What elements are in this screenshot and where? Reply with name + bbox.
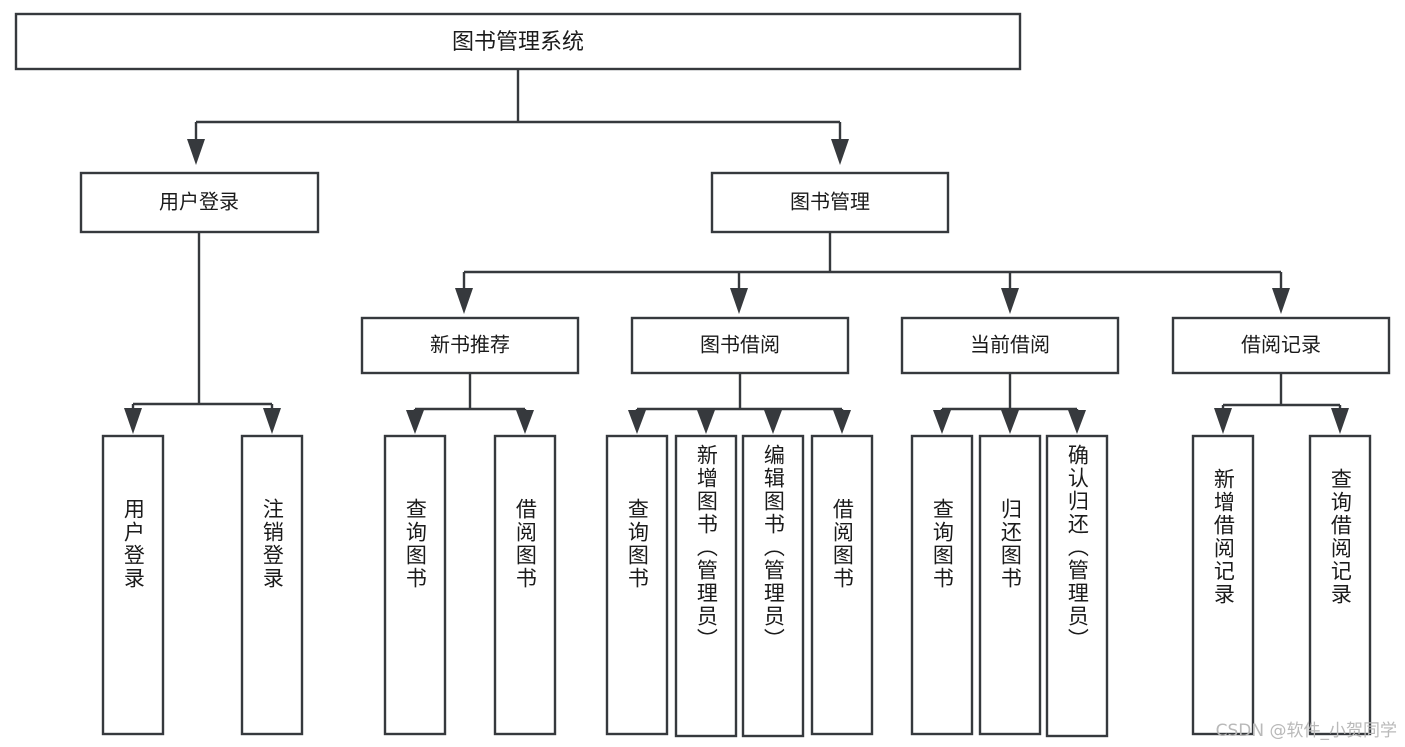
node-label-book-management: 图书管理 bbox=[790, 190, 870, 214]
connectors-borrow-record-to-leaves bbox=[1214, 373, 1349, 434]
connectors-root-to-level2 bbox=[187, 70, 849, 165]
arrow-head-to-user-login bbox=[187, 139, 205, 165]
arrow-head-to-leaf-borrow-book-2 bbox=[833, 410, 851, 434]
arrow-head-to-leaf-add-record bbox=[1214, 408, 1232, 434]
node-box-leaf-query-book-2[interactable] bbox=[605, 434, 669, 736]
connectors-current-borrow-to-leaves bbox=[933, 373, 1086, 434]
connectors-book-management-to-level3 bbox=[455, 232, 1290, 314]
node-box-leaf-user-login[interactable] bbox=[101, 434, 165, 736]
node-box-leaf-confirm-return[interactable] bbox=[1045, 434, 1109, 738]
connector-borrow-record-trunk bbox=[1221, 373, 1342, 414]
node-box-leaf-edit-book[interactable] bbox=[741, 434, 805, 738]
node-box-root[interactable] bbox=[14, 12, 1022, 71]
connectors-book-borrow-to-leaves bbox=[628, 373, 851, 434]
connector-user-login-trunk bbox=[131, 232, 274, 414]
node-box-book-management[interactable] bbox=[710, 171, 950, 234]
node-box-leaf-query-book-1[interactable] bbox=[383, 434, 447, 736]
csdn-watermark: CSDN @软件_小贺同学 bbox=[1215, 721, 1397, 741]
connectors-user-login-to-leaves bbox=[124, 232, 281, 434]
connector-book-borrow-trunk bbox=[635, 373, 844, 416]
connector-root-trunk bbox=[194, 70, 842, 142]
node-label-current-borrow: 当前借阅 bbox=[970, 333, 1050, 357]
arrow-head-to-leaf-user-login bbox=[124, 408, 142, 434]
node-label-user-login: 用户登录 bbox=[159, 190, 239, 214]
node-box-book-borrow[interactable] bbox=[630, 316, 850, 375]
node-box-leaf-return-book[interactable] bbox=[978, 434, 1042, 736]
node-box-leaf-logout-login[interactable] bbox=[240, 434, 304, 736]
node-new-book-recommend[interactable]: 新书推荐 bbox=[360, 316, 580, 375]
connector-current-borrow-trunk bbox=[940, 373, 1079, 416]
node-current-borrow[interactable]: 当前借阅 bbox=[900, 316, 1120, 375]
node-label-borrow-record: 借阅记录 bbox=[1241, 333, 1321, 357]
connectors-new-book-recommend-to-leaves bbox=[406, 373, 534, 434]
node-box-leaf-query-record[interactable] bbox=[1308, 434, 1372, 736]
arrow-head-to-leaf-query-book-3 bbox=[933, 410, 951, 434]
node-box-leaf-borrow-book-2[interactable] bbox=[810, 434, 874, 736]
node-label-new-book-recommend: 新书推荐 bbox=[430, 333, 510, 357]
arrow-head-to-new-book-recommend bbox=[455, 288, 473, 314]
connector-level3-trunk bbox=[462, 232, 1283, 292]
node-book-borrow[interactable]: 图书借阅 bbox=[630, 316, 850, 375]
arrow-head-to-leaf-add-book bbox=[697, 410, 715, 434]
node-book-management[interactable]: 图书管理 bbox=[710, 171, 950, 234]
arrow-head-to-borrow-record bbox=[1272, 288, 1290, 314]
arrow-head-to-leaf-query-book-2 bbox=[628, 410, 646, 434]
node-label-root: 图书管理系统 bbox=[452, 30, 584, 55]
arrow-head-to-book-borrow bbox=[730, 288, 748, 314]
connector-new-book-trunk bbox=[413, 373, 527, 416]
node-root-book-management-system[interactable]: 图书管理系统 bbox=[14, 12, 1022, 71]
arrow-head-to-leaf-query-book-1 bbox=[406, 410, 424, 434]
arrow-head-to-book-management bbox=[831, 139, 849, 165]
node-box-leaf-add-record[interactable] bbox=[1191, 434, 1255, 736]
arrow-head-to-current-borrow bbox=[1001, 288, 1019, 314]
arrow-head-to-leaf-confirm-return bbox=[1068, 410, 1086, 434]
arrow-head-to-leaf-query-record bbox=[1331, 408, 1349, 434]
node-box-borrow-record[interactable] bbox=[1171, 316, 1391, 375]
node-box-leaf-borrow-book-1[interactable] bbox=[493, 434, 557, 736]
arrow-head-to-leaf-logout-login bbox=[263, 408, 281, 434]
arrow-head-to-leaf-edit-book bbox=[764, 410, 782, 434]
node-box-leaf-query-book-3[interactable] bbox=[910, 434, 974, 736]
node-box-new-book-recommend[interactable] bbox=[360, 316, 580, 375]
node-box-leaf-add-book[interactable] bbox=[674, 434, 738, 738]
node-borrow-record[interactable]: 借阅记录 bbox=[1171, 316, 1391, 375]
arrow-head-to-leaf-return-book bbox=[1001, 410, 1019, 434]
node-label-book-borrow: 图书借阅 bbox=[700, 333, 780, 357]
arrow-head-to-leaf-borrow-book-1 bbox=[516, 410, 534, 434]
node-box-user-login[interactable] bbox=[79, 171, 320, 234]
node-box-current-borrow[interactable] bbox=[900, 316, 1120, 375]
node-user-login[interactable]: 用户登录 bbox=[79, 171, 320, 234]
